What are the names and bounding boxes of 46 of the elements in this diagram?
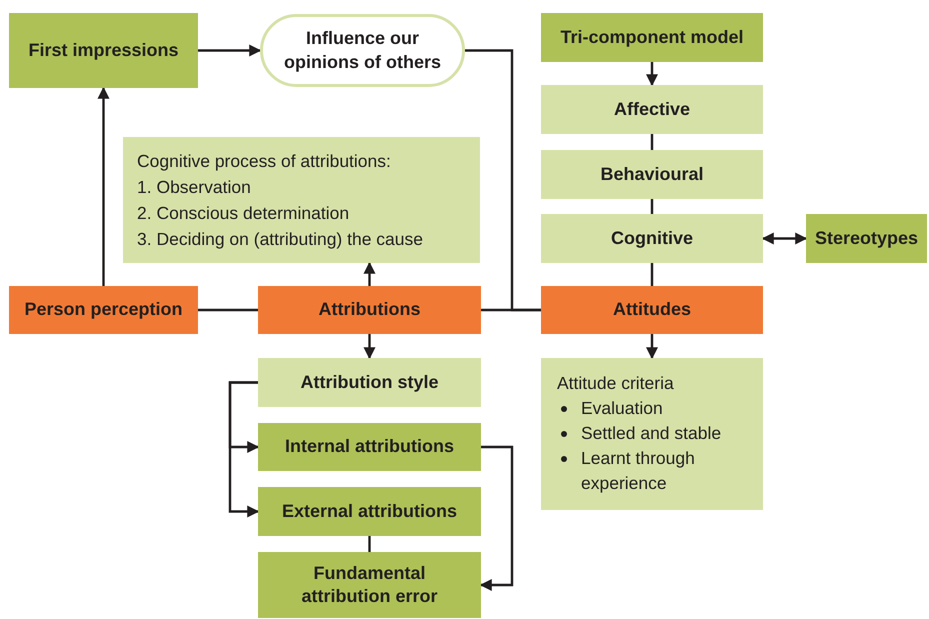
criteria-box [541,358,763,510]
box-label: Cognitive [610,226,693,250]
step-text: 3. Deciding on (attributing) the cause [137,228,423,251]
component-box [541,214,763,263]
process-box [806,214,927,263]
connector-arrow [98,86,110,286]
box-label: External attributions [282,500,458,523]
connector-arrow [364,262,376,286]
box-label: Attribution style [300,370,438,394]
connector-arrow [480,446,514,591]
concept-box [541,286,763,334]
box-label: Stereotypes [814,226,918,250]
bullet-item: Learnt through experience [581,447,696,495]
box-label: Behavioural [600,162,704,186]
bullet-item: Settled and stable [581,422,722,445]
box-label: Attitudes [613,298,691,322]
component-box [541,85,763,134]
box-label: Fundamental attribution error [300,562,438,608]
process-box [541,13,763,62]
component-box [541,150,763,199]
box-label: Influence our opinions of others [283,27,442,74]
concept-box [258,286,481,334]
bullet-item: Evaluation [581,397,663,420]
connector-arrow [646,62,658,86]
box-label: Person perception [24,298,183,322]
box-label: Affective [614,98,690,121]
connector-arrow [646,334,658,360]
process-box [258,487,481,536]
concept-box [9,286,198,334]
connector-arrow [198,44,262,56]
connector-arrow [762,232,808,244]
note-box [123,137,480,263]
box-label: Attributions [318,298,420,322]
process-box [258,552,481,618]
step-text: 2. Conscious determination [137,202,350,225]
box-label: Internal attributions [284,435,454,458]
connector-arrow [364,334,376,360]
process-box [9,13,198,88]
process-box [258,423,481,471]
component-box [258,358,481,407]
box-label: First impressions [28,38,179,62]
box-label: Tri-component model [560,26,744,49]
note-heading: Cognitive process of attributions: [137,150,391,173]
step-text: 1. Observation [137,176,251,199]
list-heading: Attitude criteria [557,372,674,395]
connector-arrow [228,381,260,518]
